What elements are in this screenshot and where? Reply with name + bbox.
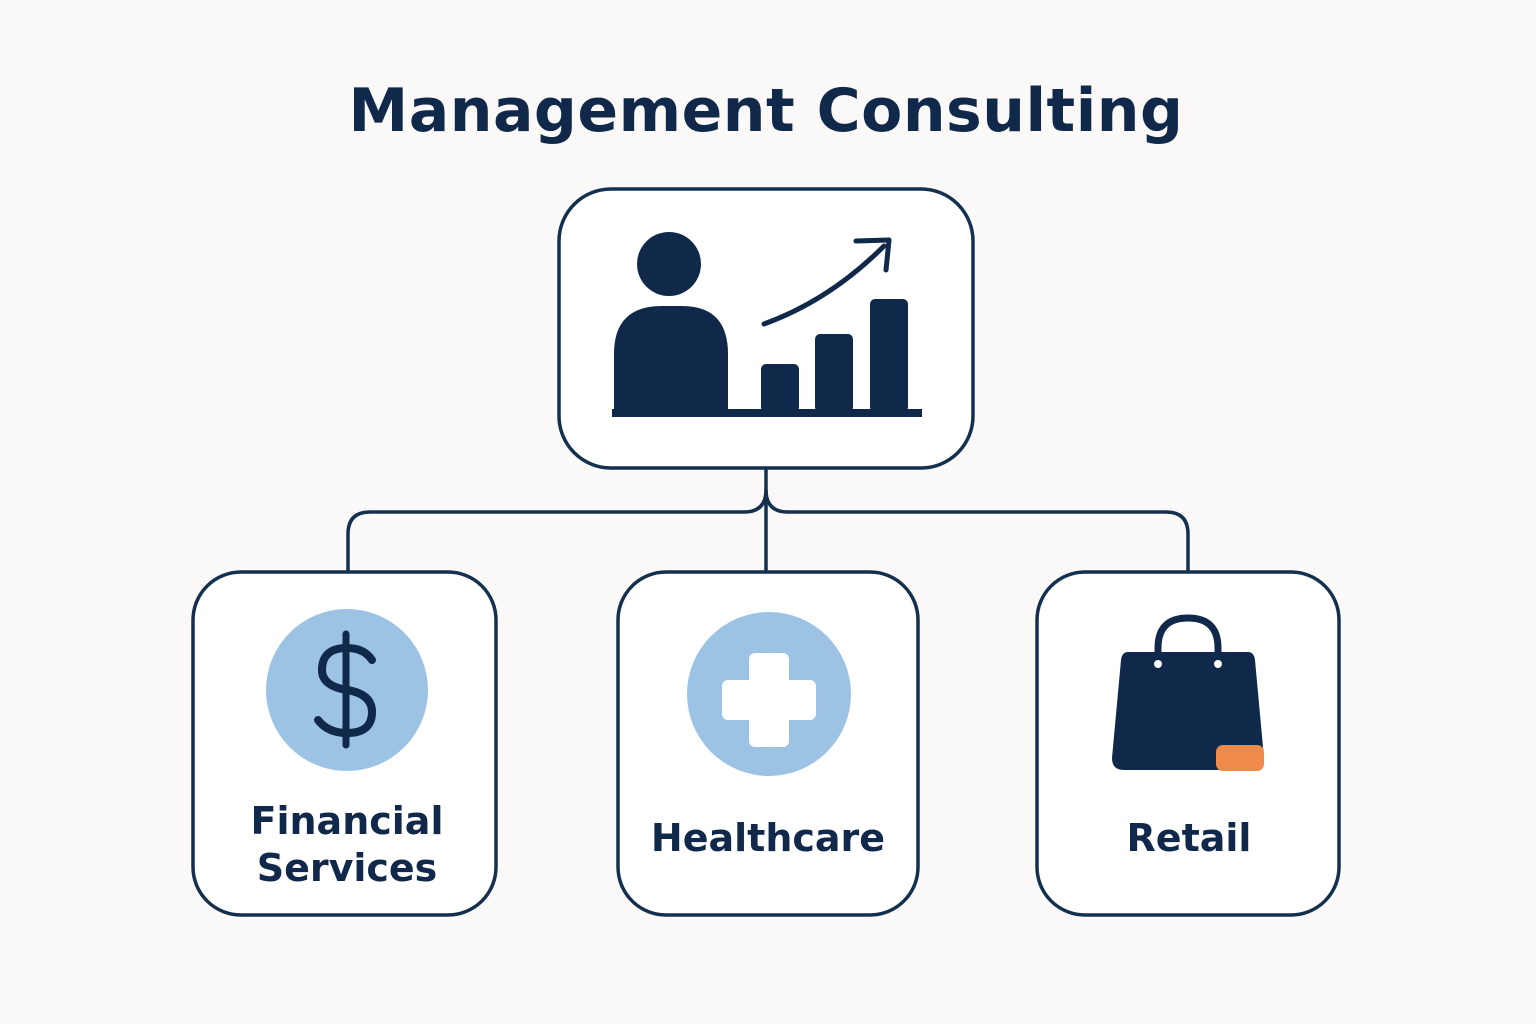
connector-financial bbox=[346, 489, 768, 572]
shopping-bag-icon bbox=[1112, 614, 1264, 771]
card-retail: Retail bbox=[1035, 570, 1341, 917]
bag-handle bbox=[1154, 614, 1222, 668]
trend-arrow-head bbox=[853, 237, 892, 273]
bag-rivet-left bbox=[1154, 660, 1162, 668]
bag-rivet-right bbox=[1214, 660, 1222, 668]
chart-bar-large bbox=[870, 299, 908, 412]
person-body bbox=[614, 306, 728, 415]
dollar-icon bbox=[266, 609, 428, 771]
card-label: Retail bbox=[1127, 816, 1252, 860]
bag-body bbox=[1112, 652, 1264, 770]
chart-bar-small bbox=[761, 364, 799, 412]
person-head bbox=[637, 232, 701, 296]
card-financial-services: Financial Services bbox=[191, 570, 498, 917]
consultant-growth-chart-icon bbox=[612, 232, 922, 417]
trend-arrow-line bbox=[761, 243, 887, 327]
connectors bbox=[346, 468, 1190, 572]
card-label-line-1: Financial bbox=[251, 799, 444, 843]
medical-cross-shape bbox=[722, 653, 816, 747]
connector-retail bbox=[764, 489, 1190, 572]
chart-baseline bbox=[612, 409, 922, 417]
root-card bbox=[557, 187, 975, 470]
diagram-title: Management Consulting bbox=[349, 76, 1184, 146]
card-label-line-2: Services bbox=[257, 846, 438, 890]
bag-tag bbox=[1216, 745, 1264, 771]
medical-cross-icon bbox=[687, 612, 851, 776]
card-healthcare: Healthcare bbox=[616, 570, 920, 917]
card-label: Healthcare bbox=[651, 816, 885, 860]
chart-bar-medium bbox=[815, 334, 853, 412]
